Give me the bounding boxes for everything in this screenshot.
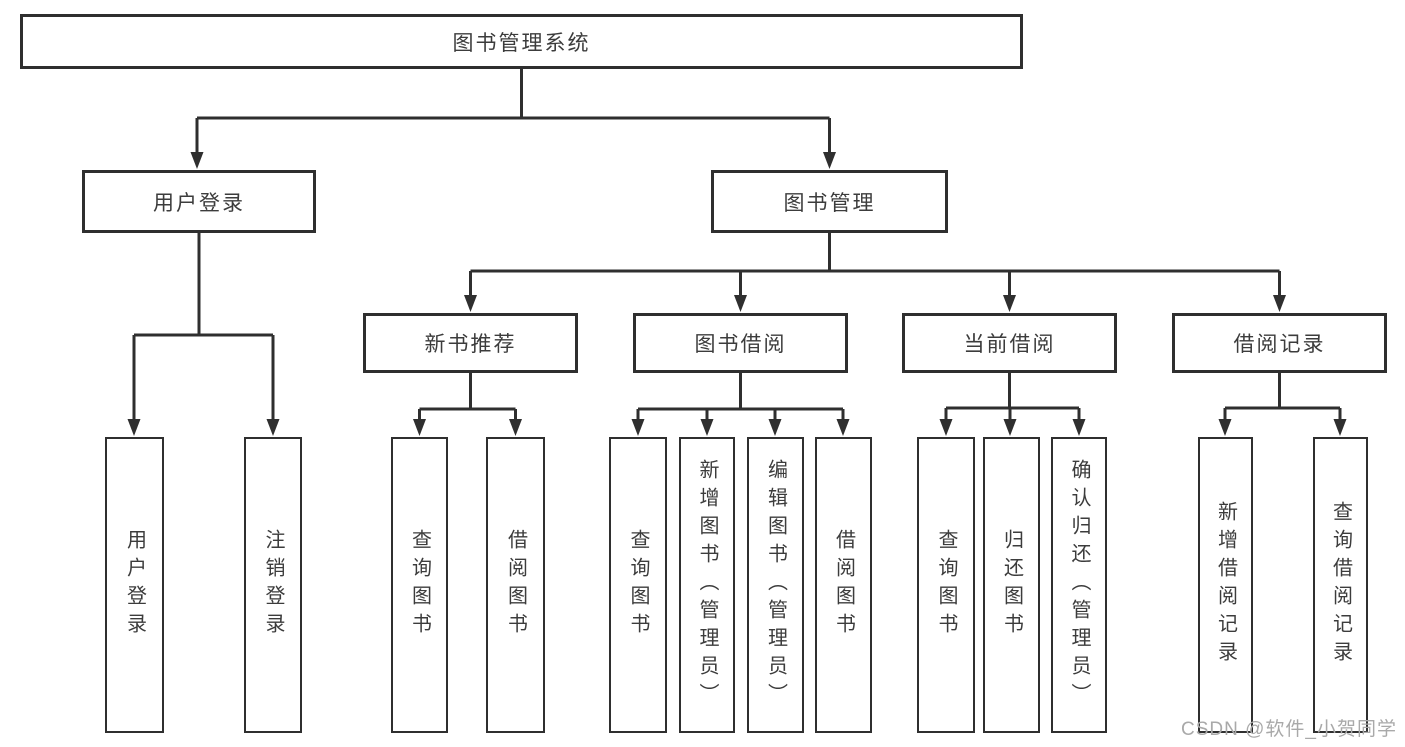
leaf-borrow-books: 借阅图书 xyxy=(815,437,872,733)
node-root-library-system: 图书管理系统 xyxy=(20,14,1023,69)
node-borrow-records: 借阅记录 xyxy=(1172,313,1387,373)
leaf-query-books-current: 查询图书 xyxy=(917,437,975,733)
node-book-management: 图书管理 xyxy=(711,170,948,233)
leaf-query-borrow-record: 查询借阅记录 xyxy=(1313,437,1368,733)
leaf-borrow-books-recommend: 借阅图书 xyxy=(486,437,545,733)
csdn-watermark: CSDN @软件_小贺同学 xyxy=(1181,719,1397,740)
leaf-query-books-borrow: 查询图书 xyxy=(609,437,667,733)
leaf-confirm-return-admin: 确认归还（管理员） xyxy=(1051,437,1107,733)
node-new-book-recommend: 新书推荐 xyxy=(363,313,578,373)
leaf-add-books-admin: 新增图书（管理员） xyxy=(679,437,735,733)
leaf-logout: 注销登录 xyxy=(244,437,302,733)
leaf-edit-books-admin: 编辑图书（管理员） xyxy=(747,437,804,733)
node-current-borrow: 当前借阅 xyxy=(902,313,1117,373)
node-user-login: 用户登录 xyxy=(82,170,316,233)
leaf-add-borrow-record: 新增借阅记录 xyxy=(1198,437,1253,733)
node-book-borrow: 图书借阅 xyxy=(633,313,848,373)
leaf-user-login: 用户登录 xyxy=(105,437,164,733)
leaf-return-books: 归还图书 xyxy=(983,437,1040,733)
leaf-query-books-recommend: 查询图书 xyxy=(391,437,448,733)
